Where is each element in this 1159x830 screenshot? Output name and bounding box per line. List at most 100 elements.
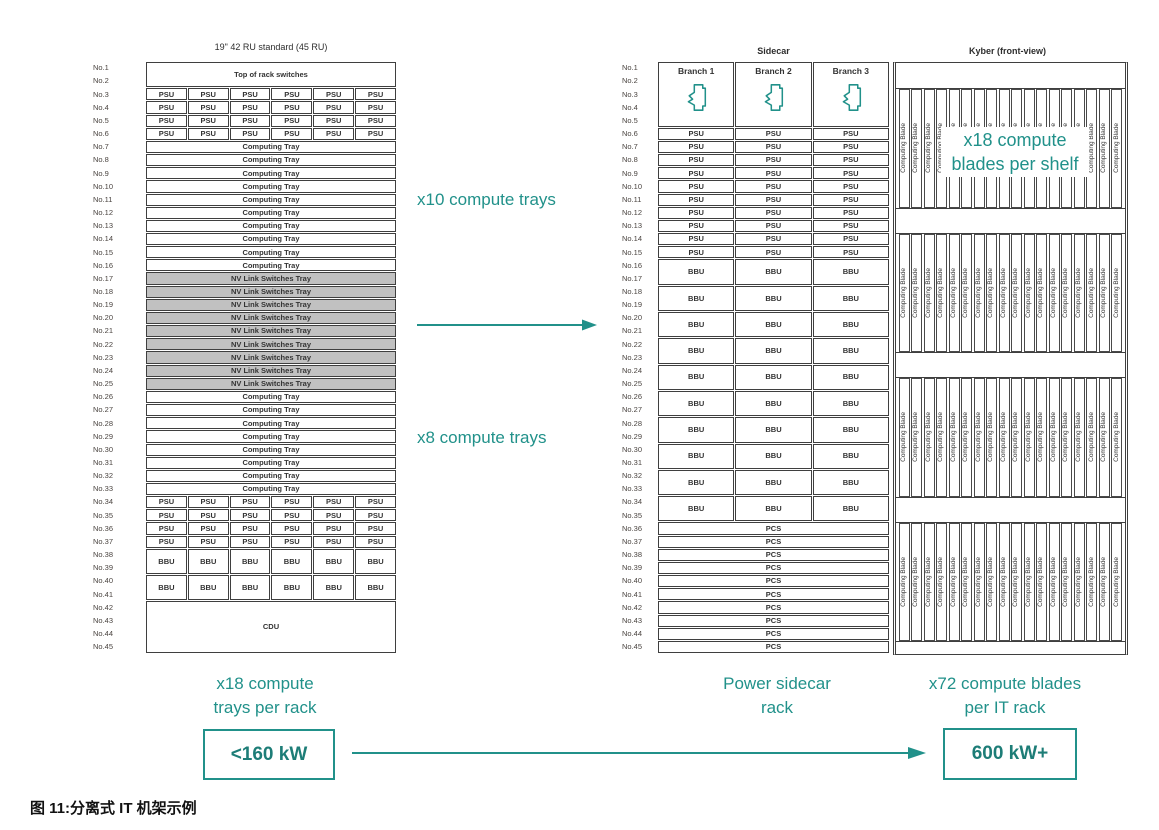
rack-cell: Computing Tray <box>146 233 396 246</box>
ru-row-label: No.27 <box>93 405 114 415</box>
rack-cell: PCS <box>658 614 889 627</box>
circuit-breaker-icon-wrap <box>762 83 784 112</box>
computing-blade-label: Computing Blade <box>949 556 957 607</box>
computing-blade-label: Computing Blade <box>949 267 957 318</box>
ru-row-label: No.14 <box>93 234 114 244</box>
rack-cell: PCS <box>658 575 889 588</box>
rack-cell: NV Link Switches Tray <box>146 325 396 338</box>
computing-blade: Computing Blade <box>1098 378 1110 497</box>
ru-row-label: No.28 <box>622 418 643 428</box>
computing-blade: Computing Blade <box>898 522 910 641</box>
rack-cell: BBU <box>146 575 187 601</box>
computing-blade-label: Computing Blade <box>924 556 932 607</box>
standard-rack-title: 19" 42 RU standard (45 RU) <box>214 42 328 52</box>
rack-cell: PCS <box>658 588 889 601</box>
ru-row-label: No.31 <box>93 457 114 467</box>
computing-blade-label: Computing Blade <box>1100 556 1108 607</box>
ru-row-label: No.40 <box>93 576 114 586</box>
ru-row-label: No.40 <box>622 576 643 586</box>
rack-cell: Computing Tray <box>146 390 396 404</box>
rack-cell: NV Link Switches Tray <box>146 272 396 285</box>
ru-row-label: No.37 <box>93 536 114 546</box>
power-upgrade-arrow-icon <box>352 747 926 759</box>
rack-cell: PSU <box>271 127 313 140</box>
computing-blade: Computing Blade <box>898 233 910 352</box>
computing-blade: Computing Blade <box>1111 233 1123 352</box>
rack-cell: PSU <box>146 88 187 101</box>
rack-cell: PSU <box>146 535 187 548</box>
computing-blade-label: Computing Blade <box>1100 123 1108 174</box>
rack-cell: NV Link Switches Tray <box>146 298 396 311</box>
computing-blade: Computing Blade <box>1023 233 1035 352</box>
rack-cell: BBU <box>271 548 313 575</box>
computing-blade: Computing Blade <box>911 522 923 641</box>
computing-blade: Computing Blade <box>1048 233 1060 352</box>
ru-row-label: No.45 <box>93 642 114 652</box>
ru-row-label: No.38 <box>93 550 114 560</box>
rack-cell: Computing Tray <box>146 206 396 219</box>
ru-row-label: No.8 <box>93 155 109 165</box>
rack-cell: PSU <box>187 114 229 127</box>
rack-cell: PSU <box>313 127 355 140</box>
x8-compute-trays-note: x8 compute trays <box>417 428 547 447</box>
computing-blade-label: Computing Blade <box>912 123 920 174</box>
computing-blade-label: Computing Blade <box>1062 412 1070 463</box>
computing-blade-label: Computing Blade <box>912 556 920 607</box>
rack-cell: BBU <box>735 285 812 311</box>
rack-cell: BBU <box>735 259 812 285</box>
rack-cell: BBU <box>658 496 735 522</box>
ru-row-label: No.42 <box>622 602 643 612</box>
rack-cell: Top of rack switches <box>146 62 396 88</box>
ru-row-label: No.14 <box>622 234 643 244</box>
rack-cell: PSU <box>658 246 735 259</box>
ru-row-label: No.15 <box>622 247 643 257</box>
ru-row-label: No.19 <box>93 300 114 310</box>
ru-row-label: No.28 <box>93 418 114 428</box>
computing-blade: Computing Blade <box>936 233 948 352</box>
ru-row-label: No.22 <box>622 339 643 349</box>
rack-cell: Computing Tray <box>146 469 396 482</box>
rack-cell: PSU <box>735 193 812 206</box>
rack-cell: PSU <box>229 88 271 101</box>
rack-cell: PSU <box>658 167 735 180</box>
ru-row-label: No.33 <box>93 484 114 494</box>
rack-cell: BBU <box>812 496 889 522</box>
ru-row-label: No.38 <box>622 550 643 560</box>
ru-row-label: No.39 <box>93 563 114 573</box>
computing-blade: Computing Blade <box>998 522 1010 641</box>
blades-per-shelf-note-line2: blades per shelf <box>951 154 1079 174</box>
computing-blade: Computing Blade <box>948 378 960 497</box>
rack-cell: BBU <box>812 364 889 390</box>
rack-cell: BBU <box>735 469 812 496</box>
rack-cell: BBU <box>658 259 735 285</box>
ru-row-label: No.43 <box>93 615 114 625</box>
rack-cell: PSU <box>812 180 889 193</box>
rack-cell: PSU <box>735 206 812 219</box>
ru-row-label: No.26 <box>622 392 643 402</box>
rack-cell: BBU <box>812 338 889 364</box>
rack-cell: Computing Tray <box>146 140 396 154</box>
computing-blade: Computing Blade <box>936 522 948 641</box>
rack-cell: BBU <box>812 417 889 443</box>
computing-blade: Computing Blade <box>1023 522 1035 641</box>
rack-cell: Computing Tray <box>146 404 396 417</box>
rack-cell: PSU <box>355 101 396 114</box>
computing-blade: Computing Blade <box>948 522 960 641</box>
computing-blade-label: Computing Blade <box>1100 412 1108 463</box>
rack-cell: PSU <box>229 101 271 114</box>
computing-blade-label: Computing Blade <box>1037 412 1045 463</box>
computing-blade-label: Computing Blade <box>1087 556 1095 607</box>
rack-cell: NV Link Switches Tray <box>146 364 396 377</box>
rack-cell: Computing Tray <box>146 443 396 456</box>
rack-cell: PSU <box>187 88 229 101</box>
rack-cell: PSU <box>187 101 229 114</box>
rack-cell: PSU <box>735 167 812 180</box>
rack-cell: PSU <box>271 114 313 127</box>
rack-cell: PSU <box>271 522 313 535</box>
kyber-rack-title: Kyber (front-view) <box>968 46 1046 56</box>
circuit-breaker-icon <box>842 83 861 111</box>
rack-cell: BBU <box>658 469 735 496</box>
rack-cell: PSU <box>146 522 187 535</box>
ru-row-label: No.7 <box>93 142 109 152</box>
